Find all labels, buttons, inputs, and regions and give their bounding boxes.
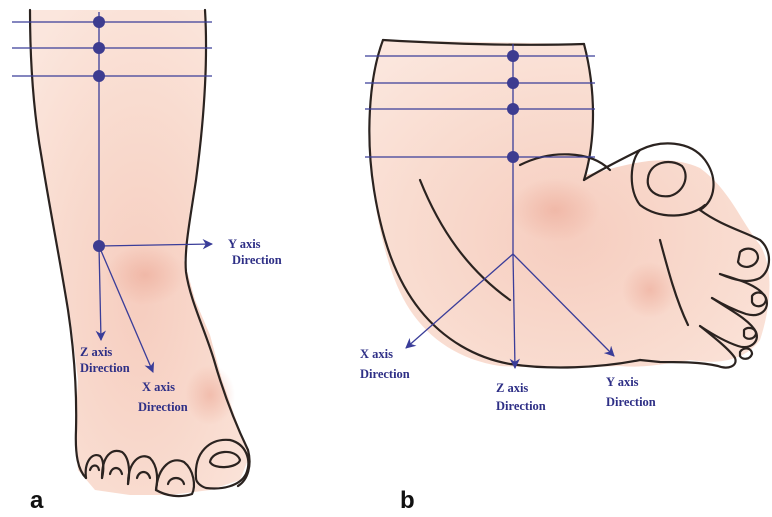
panel-a-marker-dot-2 (93, 42, 105, 54)
panel-b-z-axis-line2: Direction (496, 399, 546, 413)
panel-b-z-axis-line1: Z axis (496, 381, 528, 395)
panel-b-y-axis-line2: Direction (606, 395, 656, 409)
panel-a-y-axis-label: Y axis Direction (228, 237, 282, 267)
panel-a-ankle-shade (105, 245, 185, 305)
panel-b-heel-shade (622, 262, 678, 318)
panel-b-x-axis-label: X axis Direction (360, 347, 410, 381)
panel-b-marker-dot-3 (507, 103, 519, 115)
panel-b-z-axis-label: Z axis Direction (496, 381, 546, 413)
panel-a-heel-shade (185, 365, 235, 425)
panel-b-letter: b (400, 487, 415, 514)
panel-a-letter: a (30, 487, 44, 514)
panel-b-marker-dot-4 (507, 151, 519, 163)
panel-a-y-axis-line2: Direction (232, 253, 282, 267)
panel-b-y-axis-label: Y axis Direction (606, 375, 656, 409)
panel-b-y-axis-line1: Y axis (606, 375, 639, 389)
panel-b-marker-dot-2 (507, 77, 519, 89)
panel-a-x-axis-line1: X axis (142, 380, 175, 394)
panel-b-x-axis-line1: X axis (360, 347, 393, 361)
panel-a-z-axis-line1: Z axis (80, 345, 112, 359)
panel-a-marker-dot-3 (93, 70, 105, 82)
panel-a-y-axis-line1: Y axis (228, 237, 261, 251)
panel-b: X axis Direction Z axis Direction Y axis… (360, 40, 769, 514)
panel-a-marker-dot-1 (93, 16, 105, 28)
panel-a-z-axis-line2: Direction (80, 361, 130, 375)
panel-b-marker-dot-1 (507, 50, 519, 62)
panel-a-ankle-dot (93, 240, 105, 252)
panel-a-x-axis-line2: Direction (138, 400, 188, 414)
panel-a: Y axis Direction Z axis Direction X axis… (12, 10, 282, 514)
panel-b-x-axis-line2: Direction (360, 367, 410, 381)
panel-b-ankle-shade (510, 178, 600, 242)
